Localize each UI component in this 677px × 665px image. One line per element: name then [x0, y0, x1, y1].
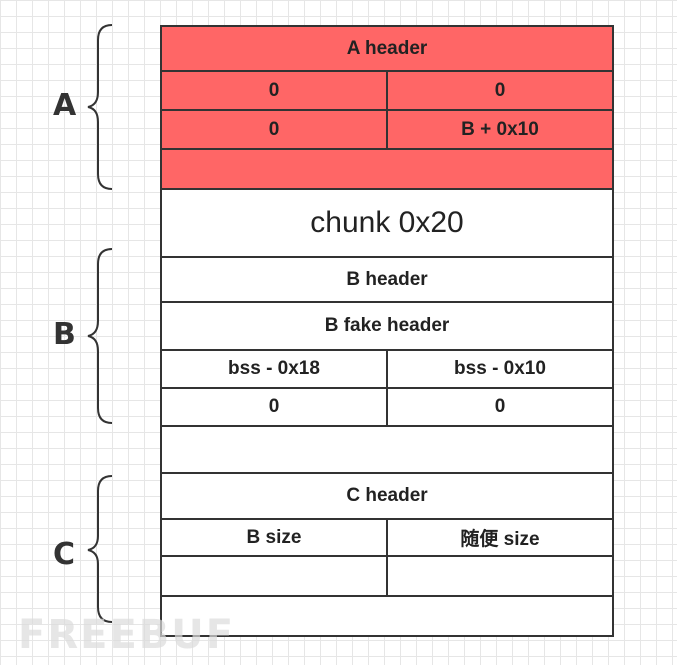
b-empty-row	[160, 425, 614, 474]
a-row-1: 0 0	[160, 70, 614, 111]
c-row-1-left: B size	[246, 526, 302, 548]
c-row-2-left	[162, 557, 386, 595]
a-empty-row	[160, 148, 614, 190]
b-header-text: B header	[346, 268, 428, 290]
brace-b-icon	[87, 248, 113, 424]
b-row-2-left: 0	[268, 396, 280, 417]
b-row-2: 0 0	[160, 387, 614, 427]
a-row-2: 0 B + 0x10	[160, 109, 614, 150]
freebuf-watermark: FREEBUF	[18, 612, 236, 658]
a-row-2-right: B + 0x10	[386, 111, 612, 148]
b-fake-header-row: B fake header	[160, 301, 614, 351]
c-row-1: B size 随便 size	[160, 518, 614, 557]
a-header-row: A header	[160, 25, 614, 72]
a-header-text: A header	[346, 37, 428, 59]
b-header-row: B header	[160, 256, 614, 303]
b-row-1-right: bss - 0x10	[386, 351, 612, 387]
label-a: A	[53, 88, 77, 123]
chunk-row: chunk 0x20	[160, 188, 614, 258]
c-empty-row	[160, 595, 614, 637]
c-row-1-right: 随便 size	[386, 520, 612, 555]
brace-c-icon	[87, 475, 113, 623]
b-row-1: bss - 0x18 bss - 0x10	[160, 349, 614, 389]
c-header-row: C header	[160, 472, 614, 520]
b-fake-header-text: B fake header	[324, 315, 450, 336]
label-c: C	[53, 537, 76, 572]
brace-a-icon	[87, 24, 113, 190]
b-row-1-left: bss - 0x18	[228, 358, 320, 379]
b-row-2-right: 0	[386, 389, 612, 425]
a-row-2-left: 0	[268, 118, 280, 140]
c-row-2	[160, 555, 614, 597]
c-row-2-right	[386, 557, 612, 595]
c-header-text: C header	[346, 485, 428, 506]
a-row-1-left: 0	[268, 79, 280, 101]
chunk-label: chunk 0x20	[310, 206, 464, 239]
label-b: B	[53, 317, 76, 352]
a-row-1-right: 0	[386, 72, 612, 109]
